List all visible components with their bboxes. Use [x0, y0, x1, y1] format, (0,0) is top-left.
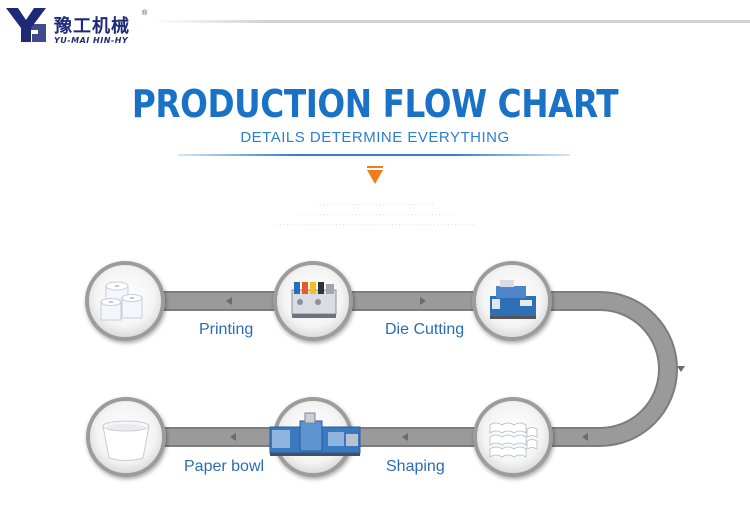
arrow-left-icon [582, 433, 588, 441]
cut-paper-sheets-icon [489, 422, 538, 458]
brand-name-en: YU-MAI HIN-HY [54, 36, 129, 45]
step-label-paper-bowl: Paper bowl [184, 458, 265, 475]
step-label-printing: Printing [199, 321, 254, 338]
step-node-die-cutting [472, 261, 552, 341]
down-arrow-icon [367, 166, 383, 184]
header-divider [150, 20, 750, 23]
step-label-die-cutting: Die Cutting [385, 321, 465, 338]
arrow-left-icon [402, 433, 408, 441]
step-node-printing [273, 261, 353, 341]
step-node-paper-bowl [86, 397, 166, 477]
step-label-shaping: Shaping [386, 458, 445, 475]
paper-roll-icon [100, 281, 143, 321]
decorative-text-line: · · · · · · · · · · · · · · · · · · · · … [276, 223, 474, 229]
arrow-down-icon [677, 366, 685, 372]
brand-name-cn: 豫工机械 [54, 16, 130, 37]
cup-forming-machine-icon [269, 412, 361, 456]
title-underline [178, 154, 570, 156]
arrow-left-icon [230, 433, 236, 441]
arrow-right-icon [420, 297, 426, 305]
decorative-text-line: · · · · · · · · · · · · · · · · · · · · … [298, 213, 452, 219]
step-node-shaping [269, 397, 361, 477]
registered-mark: ® [142, 10, 148, 17]
printing-machine-icon [291, 282, 337, 318]
flow-track [123, 291, 678, 447]
brand-logo[interactable]: 豫工机械 YU-MAI HIN-HY ® [4, 6, 154, 46]
page-title: PRODUCTION FLOW CHART [131, 82, 619, 126]
paper-bowl-icon [102, 420, 150, 461]
die-cutting-machine-icon [490, 280, 536, 319]
step-node-cut-sheets [473, 397, 553, 477]
step-node-paper-roll [85, 261, 165, 341]
direction-arrows [226, 297, 685, 441]
site-header: 豫工机械 YU-MAI HIN-HY ® [0, 0, 750, 46]
page-subtitle: DETAILS DETERMINE EVERYTHING [240, 129, 510, 146]
decorative-text-line: · · · · · · · · · · · · · · · · · · · · … [316, 203, 434, 209]
arrow-right-icon [226, 297, 232, 305]
logo-mark-icon [6, 8, 46, 42]
